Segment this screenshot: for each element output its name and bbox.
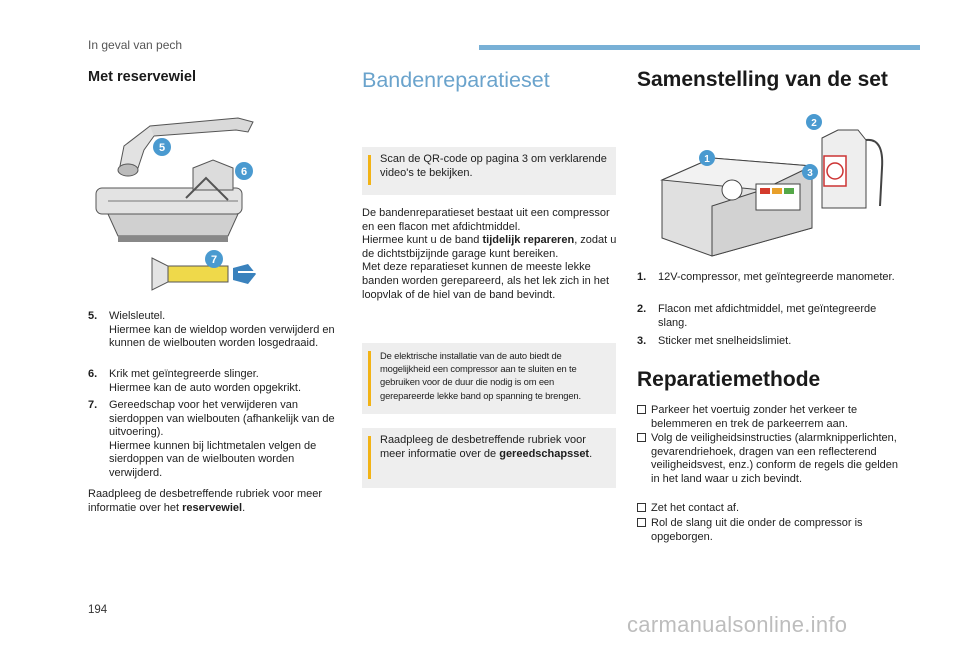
list-item-7: 7. Gereedschap voor het verwijderen van …: [88, 399, 335, 479]
svg-text:3: 3: [807, 168, 813, 179]
header-bar: [479, 45, 920, 50]
svg-text:1: 1: [704, 154, 710, 165]
checkbox-icon: [637, 405, 646, 414]
compressor-kit-illustration: 1 2 3: [660, 114, 884, 257]
svg-text:2: 2: [811, 118, 817, 129]
badge-2: 2: [806, 114, 822, 130]
cap-removal-tool: [167, 265, 229, 283]
list-item-5: 5. Wielsleutel. Hiermee kan de wieldop w…: [88, 310, 335, 350]
repair-kit-description: De bandenreparatieset bestaat uit een co…: [362, 207, 617, 301]
bullet-item: Zet het contact af.: [637, 502, 899, 516]
info-box-electrical: De elektrische installatie van de auto b…: [362, 343, 616, 414]
svg-text:5: 5: [159, 142, 165, 154]
bullet-item: Volg de veiligheidsinstructies (alarmkni…: [637, 432, 899, 486]
repair-method-title: Reparatiemethode: [637, 368, 821, 391]
badge-1: 1: [699, 150, 715, 166]
jack-tools-illustration: 5 6 7: [95, 117, 258, 291]
svg-text:7: 7: [211, 254, 217, 266]
kit-item-1: 1. 12V-compressor, met geïntegreerde man…: [637, 271, 895, 283]
badge-6: 6: [235, 162, 253, 180]
spare-wheel-title: Met reservewiel: [88, 69, 197, 85]
info-box-toolkit: Raadpleeg de desbetreffende rubriek voor…: [362, 428, 616, 488]
list-item-6: 6. Krik met geïntegreerde slinger. Hierm…: [88, 368, 301, 394]
watermark: carmanualsonline.info: [627, 612, 848, 637]
kit-composition-title: Samenstelling van de set: [637, 68, 888, 91]
info-box-qr: Scan de QR-code op pagina 3 om verklaren…: [362, 147, 616, 195]
checkbox-icon: [637, 433, 646, 442]
section-label: In geval van pech: [88, 38, 183, 52]
page-number: 194: [88, 604, 108, 616]
svg-text:6: 6: [241, 166, 247, 178]
wheel-wrench: [145, 117, 254, 137]
checkbox-icon: [637, 503, 646, 512]
badge-7: 7: [205, 250, 223, 268]
badge-5: 5: [153, 138, 171, 156]
checkbox-icon: [637, 518, 646, 527]
repair-kit-title: Bandenreparatieset: [362, 68, 550, 92]
kit-item-3: 3. Sticker met snelheidslimiet.: [637, 335, 792, 347]
badge-3: 3: [802, 164, 818, 180]
kit-item-2: 2. Flacon met afdichtmiddel, met geïnteg…: [637, 303, 877, 329]
bullet-item: Rol de slang uit die onder de compressor…: [637, 517, 899, 544]
spare-wheel-footer: Raadpleeg de desbetreffende rubriek voor…: [88, 488, 323, 514]
bullet-item: Parkeer het voertuig zonder het verkeer …: [637, 404, 899, 431]
